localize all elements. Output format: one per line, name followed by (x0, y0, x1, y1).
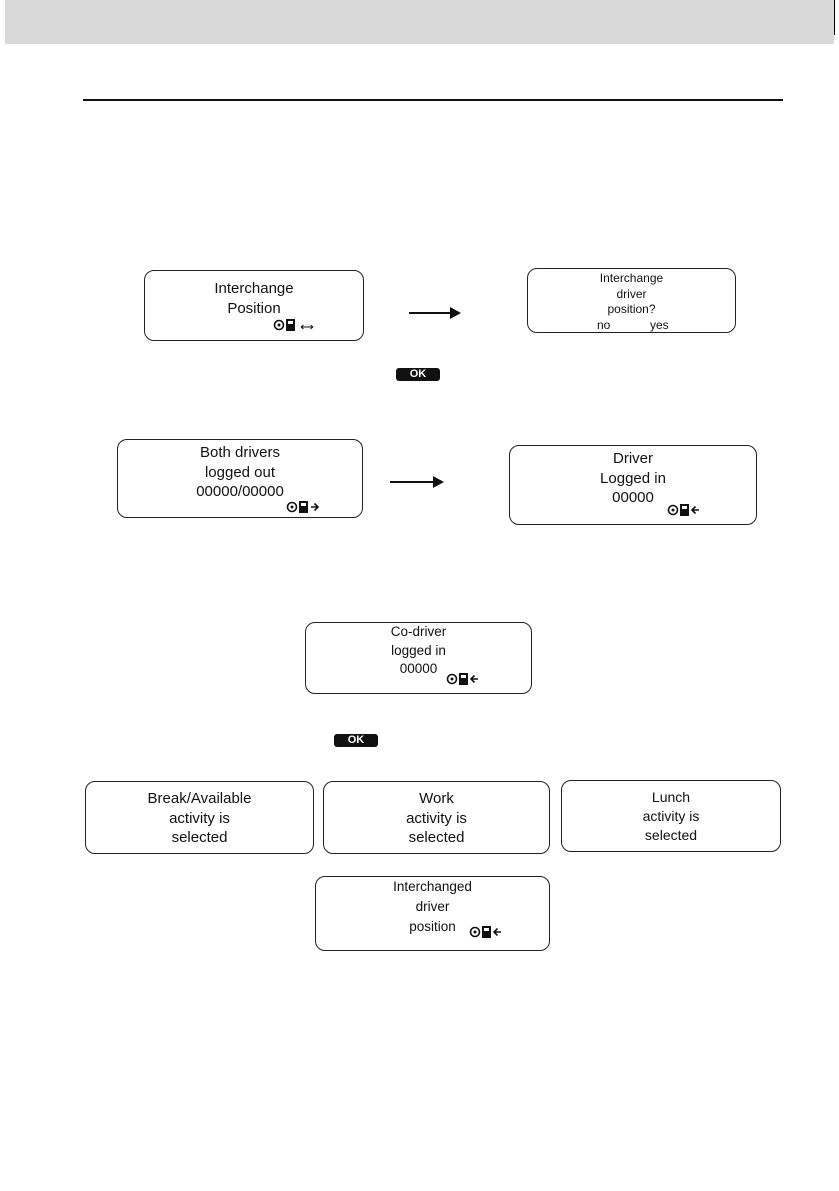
screen-line: logged in (306, 642, 531, 661)
screen-line: Work (324, 789, 549, 809)
card-arrow-left-icon (446, 672, 480, 686)
screen-both-logged-out: Both drivers logged out 00000/00000 (117, 439, 363, 518)
screen-line: selected (86, 828, 313, 848)
screen-line: logged out (118, 463, 362, 483)
screen-line: driver (528, 287, 735, 303)
screen-line: driver (316, 897, 549, 917)
page-edge (834, 0, 835, 35)
screen-line: Interchanged (316, 877, 549, 897)
screen-line: selected (562, 826, 780, 845)
screen-line: selected (324, 828, 549, 848)
screen-line: Interchange (145, 279, 363, 299)
choice-yes: yes (650, 318, 669, 334)
header-rule (83, 99, 783, 101)
screen-line: 00000 (510, 488, 756, 508)
choice-no: no (597, 318, 610, 334)
screen-line: activity is (324, 809, 549, 829)
screen-line: Co-driver (306, 623, 531, 642)
flow-arrow (390, 481, 442, 483)
screen-line: position (316, 917, 549, 937)
ok-key-icon: OK (396, 368, 440, 381)
screen-line: Position (145, 299, 363, 319)
screen-line: 00000/00000 (118, 482, 362, 502)
screen-lunch-selected: Lunch activity is selected (561, 780, 781, 852)
screen-line: activity is (86, 809, 313, 829)
card-arrow-left-icon (667, 503, 701, 517)
screen-line: Lunch (562, 788, 780, 807)
screen-line: Logged in (510, 469, 756, 489)
screen-line: Both drivers (118, 443, 362, 463)
screen-driver-logged-in: Driver Logged in 00000 (509, 445, 757, 525)
screen-break-selected: Break/Available activity is selected (85, 781, 314, 854)
header-band (5, 0, 834, 44)
screen-line: Driver (510, 449, 756, 469)
screen-interchange-position: Interchange Position (144, 270, 364, 341)
screen-line: position? (528, 302, 735, 318)
screen-codriver-logged-in: Co-driver logged in 00000 (305, 622, 532, 694)
ok-key-icon: OK (334, 734, 378, 747)
screen-line: 00000 (306, 660, 531, 679)
screen-line: Interchange (528, 271, 735, 287)
flow-arrow (409, 312, 459, 314)
screen-interchanged: Interchanged driver position (315, 876, 550, 951)
screen-line: activity is (562, 807, 780, 826)
screen-interchange-confirm: Interchange driver position? no yes (527, 268, 736, 333)
card-arrow-left-icon (469, 925, 503, 939)
screen-line: Break/Available (86, 789, 313, 809)
screen-work-selected: Work activity is selected (323, 781, 550, 854)
card-interchange-icon (273, 318, 317, 332)
card-arrow-right-icon (286, 500, 320, 514)
